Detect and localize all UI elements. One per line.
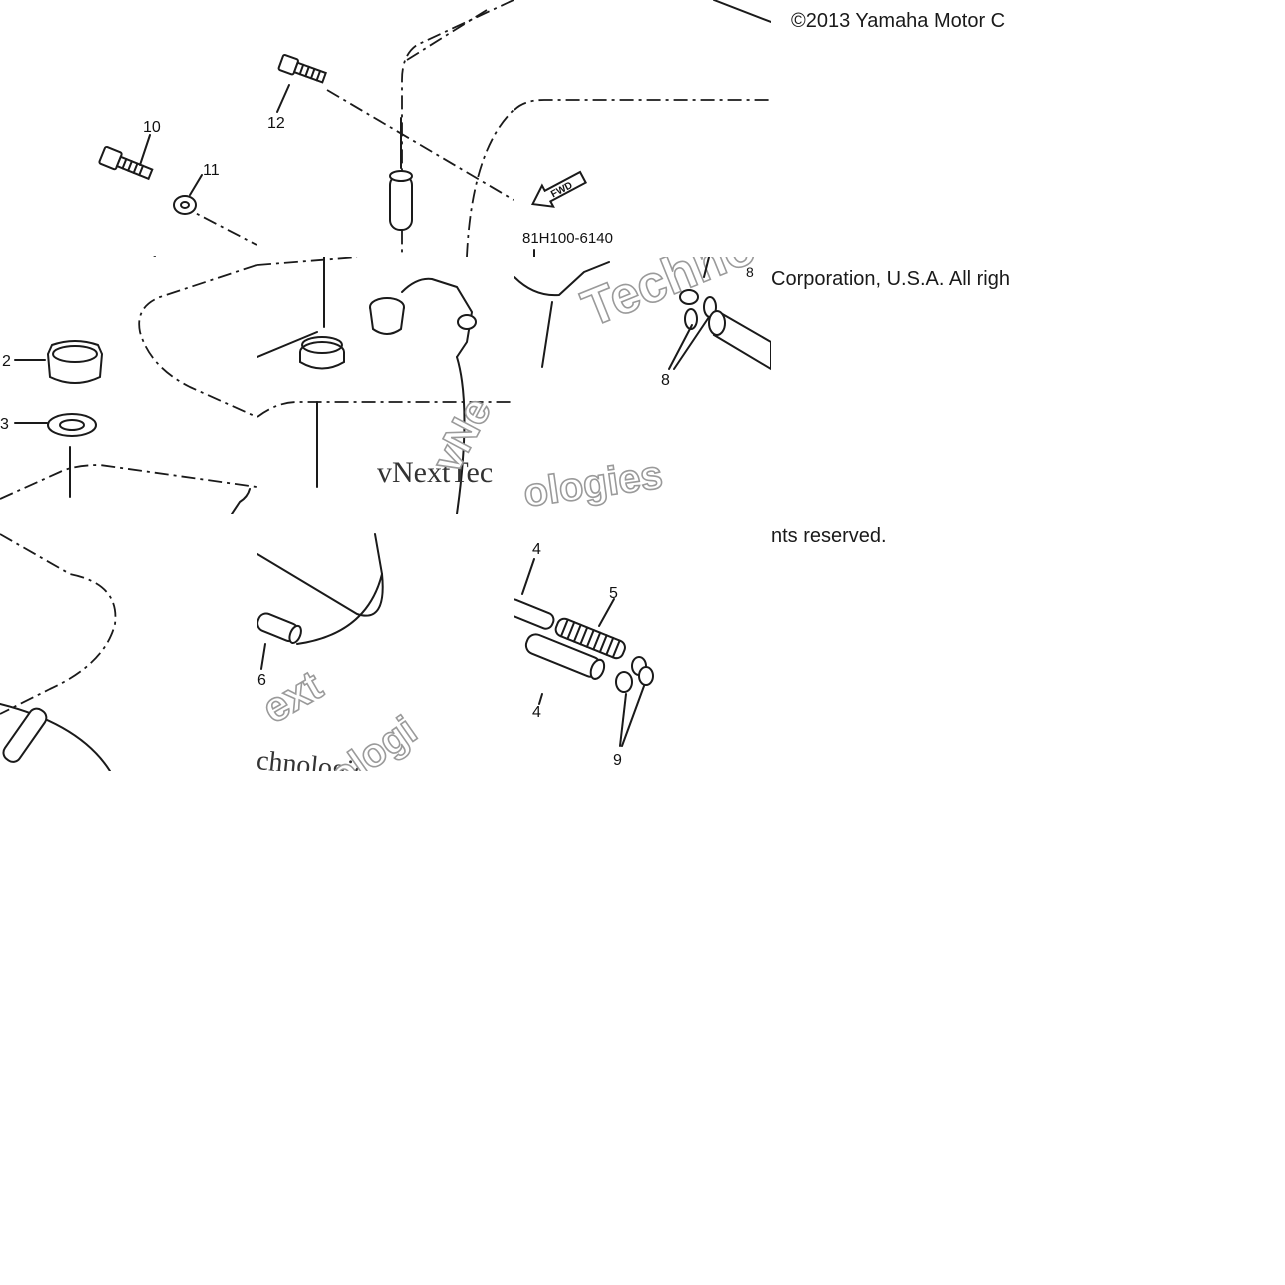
part-label-8: 8: [661, 372, 670, 389]
clip-9-pair: [615, 656, 654, 693]
spring-5: [554, 617, 626, 660]
leader-9-right: [621, 685, 645, 747]
watermark-ext: ext: [257, 661, 330, 732]
tile-bottom-left-drawing: [0, 533, 117, 771]
part-label-9: 9: [613, 752, 622, 769]
leader-4-lower: [538, 693, 543, 705]
tile-bottom-center-drawing: 6 ext chnologie ologi: [257, 533, 426, 771]
copyright-line-3: nts reserved.: [771, 525, 887, 547]
diagram-code: 81H100-6140: [522, 230, 613, 247]
filler-neck: [299, 336, 345, 370]
part-label-6: 6: [257, 672, 266, 689]
fuel-cock-body: [401, 277, 473, 358]
leader-4-upper: [521, 558, 535, 595]
diagram-tile-top-middle: 12: [257, 0, 514, 257]
tank-body-line: [257, 401, 514, 418]
cover-outline-top: [406, 9, 488, 61]
corner-line: [713, 0, 771, 23]
copyright-line-1: ©2013 Yamaha Motor C: [791, 10, 1006, 32]
diagram-tile-top-left: 10 11: [0, 0, 257, 257]
diagram-tile-center: vNextTec vNe: [257, 257, 514, 514]
cover-top-edge: [514, 99, 771, 111]
tank-top-line: [257, 257, 358, 266]
leader-8-right: [673, 316, 710, 370]
hose-4-lower-segment: [524, 633, 606, 680]
part-label-5: 5: [609, 585, 618, 602]
hose-top-line: [703, 257, 710, 278]
clip-8-pair: [679, 289, 717, 330]
tile-center-drawing: vNextTec vNe: [257, 257, 514, 514]
part-label-12: 12: [267, 115, 285, 132]
watermark-serif: vNextTec: [377, 456, 493, 489]
diagram-tile-bottom-center: 6 ext chnologie ologi: [257, 514, 514, 771]
bolt-10: [98, 145, 154, 181]
tank-outline-upper: [138, 264, 257, 418]
pin-part: [389, 170, 413, 231]
watermark-ologi: ologi: [321, 708, 424, 771]
diagram-tile-top-right: FWD 81H100-6140: [514, 0, 771, 257]
leader-12: [276, 84, 290, 113]
tile-middle-left-drawing: 2 3: [0, 264, 257, 514]
diagram-tile-bottom-right: 4 5 9 4: [514, 514, 771, 771]
leader-6: [260, 643, 266, 670]
hose-6-left: [2, 707, 48, 763]
fuel-cock-knob: [457, 314, 477, 330]
tank-bottom-curve: [0, 703, 111, 771]
part-label-8-upper: 8: [746, 264, 754, 280]
housing-bottom-edge: [514, 261, 610, 297]
watermark-ologies: ologies: [521, 453, 666, 514]
tile-middle-right-drawing: Techno 8 8 ologies: [514, 257, 771, 514]
hose-left-line: [541, 301, 553, 368]
gasket-3: [47, 413, 97, 437]
tank-edge-line: [257, 331, 318, 358]
fwd-arrow-icon: FWD: [530, 170, 588, 208]
part-label-10: 10: [143, 119, 161, 136]
axis-line-12: [326, 89, 514, 201]
bolt-12-body: [277, 54, 327, 84]
housing-outline: [466, 109, 514, 257]
tile-top-left-drawing: 10 11: [98, 119, 257, 257]
part-label-4-upper: 4: [532, 541, 541, 558]
hose-6: [257, 612, 302, 644]
part-label-2: 2: [2, 353, 11, 370]
fuel-fitting: [369, 297, 405, 335]
fuel-hose: [456, 356, 466, 514]
tile-top-middle-drawing: 12: [267, 0, 514, 257]
washer-11: [173, 195, 197, 215]
fwd-label: FWD: [549, 180, 574, 200]
part-label-11: 11: [203, 162, 220, 179]
diagram-tile-middle-left: 2 3: [0, 257, 257, 514]
part-label-3: 3: [0, 416, 9, 433]
cap-2: [46, 340, 104, 384]
hose-4-upper: [708, 310, 771, 371]
fuel-line-curve: [296, 573, 383, 645]
leader-9-left: [619, 693, 627, 747]
hose-4-upper-segment: [514, 598, 555, 630]
tank-outline-lower: [0, 464, 257, 500]
leader-8-left: [668, 324, 693, 370]
diagram-tile-bottom-left: [0, 514, 257, 771]
leader-10: [139, 134, 151, 166]
leader-5: [598, 598, 615, 627]
leader-11: [189, 174, 203, 196]
tile-bottom-right-drawing: 4 5 9 4: [514, 541, 654, 769]
tile-top-right-drawing: FWD 81H100-6140: [514, 0, 771, 257]
tank-front-outline: [0, 533, 117, 715]
tank-corner: [231, 488, 251, 514]
diagram-tile-middle-right: Techno 8 8 ologies: [514, 257, 771, 514]
tank-inner-outline: [257, 533, 384, 617]
part-label-4-lower: 4: [532, 704, 541, 721]
cover-outline-left: [401, 0, 514, 257]
copyright-line-2: Corporation, U.S.A. All righ: [771, 268, 1010, 290]
